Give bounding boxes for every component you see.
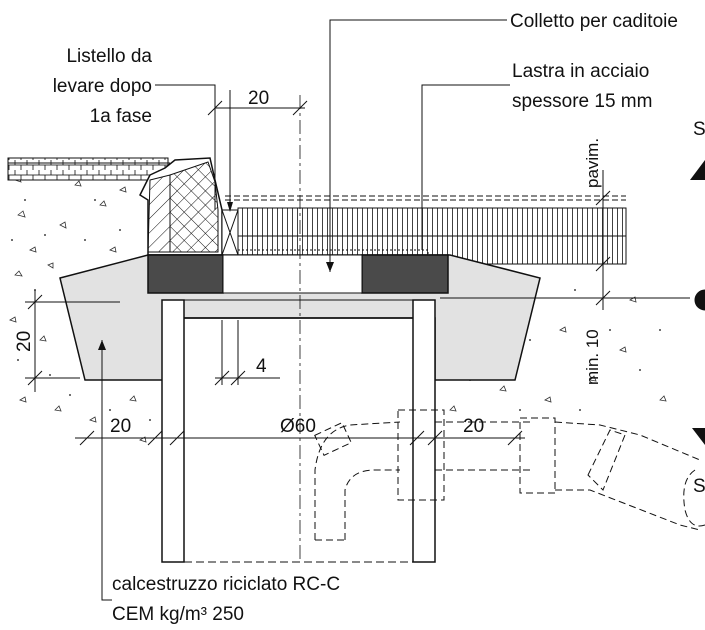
label-listello-1: Listello da bbox=[66, 46, 152, 67]
frame-block-left bbox=[147, 254, 224, 294]
colletto-arrow bbox=[326, 262, 334, 272]
section-marker-top bbox=[690, 160, 705, 180]
label-listello-3: 1a fase bbox=[90, 106, 152, 127]
label-edge-s-bottom: S bbox=[693, 476, 705, 497]
shaft-wall-left bbox=[161, 299, 185, 563]
dim-top-width: 20 bbox=[248, 88, 269, 109]
frame-block-right bbox=[361, 254, 449, 294]
label-edge-s-top: S bbox=[693, 119, 705, 140]
leader-lines bbox=[101, 19, 510, 601]
label-lastra-2: spessore 15 mm bbox=[512, 91, 652, 112]
label-lastra-1: Lastra in acciaio bbox=[512, 61, 649, 82]
dim-bottom-right: 20 bbox=[463, 416, 484, 437]
inlet-opening bbox=[222, 254, 363, 294]
dim-diameter: Ø60 bbox=[280, 416, 316, 437]
dim-left-height: 20 bbox=[14, 331, 35, 352]
dim-bottom-left: 20 bbox=[110, 416, 131, 437]
left-brick-pavement bbox=[7, 157, 169, 181]
label-colletto: Colletto per caditoie bbox=[510, 11, 678, 32]
label-calcestruzzo-2: CEM kg/m³ 250 bbox=[112, 604, 244, 625]
label-pavim: pavim. bbox=[583, 138, 602, 188]
section-marker-bottom bbox=[692, 428, 705, 445]
dimension-lines bbox=[25, 100, 690, 446]
dim-gap: 4 bbox=[256, 356, 267, 377]
label-min-thickness: min. 10 bbox=[583, 329, 602, 385]
right-paving-upper bbox=[237, 207, 627, 237]
soil-dots bbox=[11, 199, 661, 421]
dashed-drain-pipe bbox=[314, 409, 705, 541]
level-marker bbox=[694, 289, 705, 311]
calcestruzzo-arrow bbox=[98, 340, 106, 350]
label-calcestruzzo-1: calcestruzzo riciclato RC-C bbox=[112, 574, 340, 595]
label-listello-2: levare dopo bbox=[53, 76, 152, 97]
